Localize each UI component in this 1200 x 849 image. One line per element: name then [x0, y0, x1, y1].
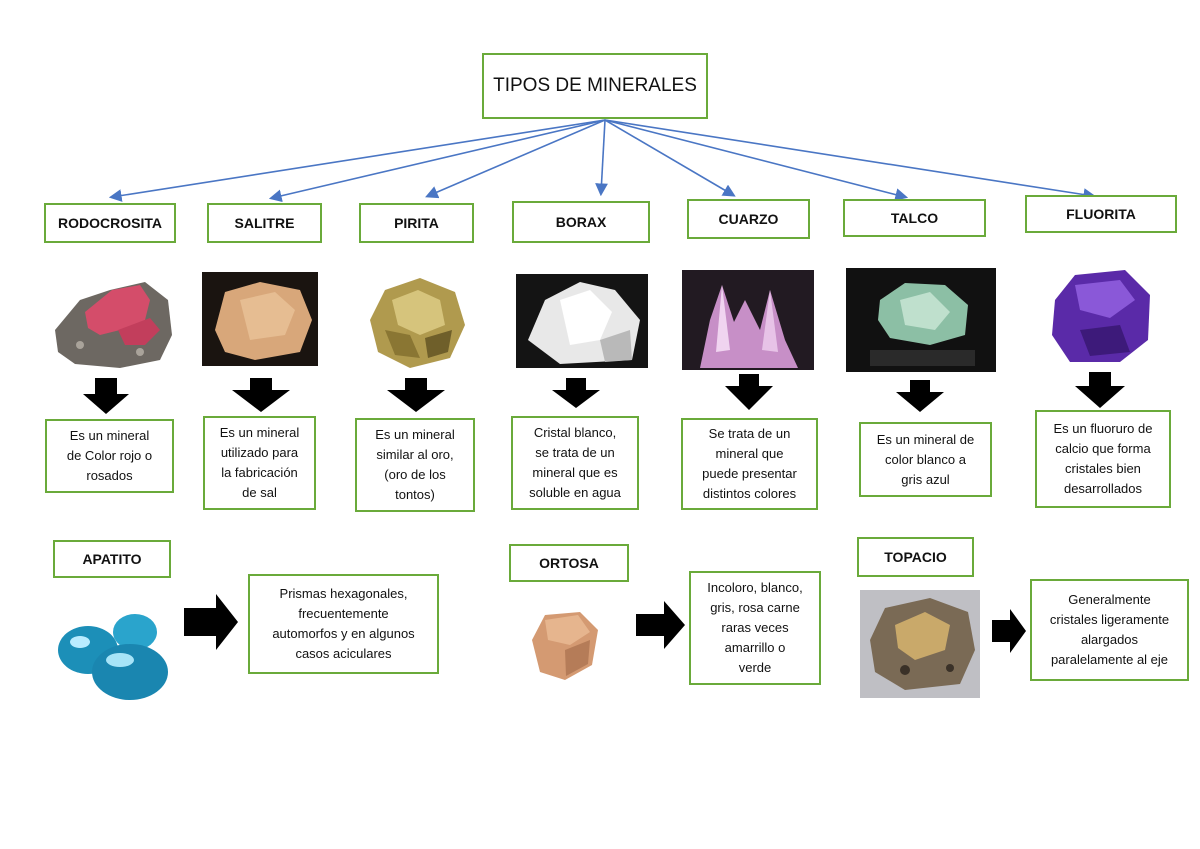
label-ortosa: ORTOSA — [509, 544, 629, 582]
connector-pirita — [425, 119, 606, 199]
label-cuarzo: CUARZO — [687, 199, 810, 239]
label-pirita: PIRITA — [359, 203, 474, 243]
img-ortosa — [532, 612, 598, 680]
label-borax: BORAX — [512, 201, 650, 243]
connector-fluorita — [604, 119, 1097, 201]
down-arrow-icon — [232, 378, 290, 412]
desc-talco: Es un mineral de color blanco a gris azu… — [859, 422, 992, 497]
label-apatito: APATITO — [53, 540, 171, 578]
desc-rodocrosita: Es un mineral de Color rojo o rosados — [45, 419, 174, 493]
desc-ortosa: Incoloro, blanco, gris, rosa carne raras… — [689, 571, 821, 685]
down-arrow-icon — [896, 380, 944, 412]
right-arrow-icon — [636, 601, 685, 649]
connector-talco — [604, 119, 909, 201]
desc-apatito: Prismas hexagonales, frecuentemente auto… — [248, 574, 439, 674]
desc-pirita: Es un mineral similar al oro, (oro de lo… — [355, 418, 475, 512]
down-arrow-icon — [725, 374, 773, 410]
right-arrow-icon — [184, 594, 238, 650]
label-rodocrosita: RODOCROSITA — [44, 203, 176, 243]
down-arrow-icon — [1075, 372, 1125, 408]
connector-salitre — [268, 119, 606, 203]
connector-rodocrosita — [108, 119, 606, 202]
img-pirita — [370, 278, 465, 368]
down-arrows — [83, 372, 1125, 414]
label-fluorita: FLUORITA — [1025, 195, 1177, 233]
img-apatito — [58, 614, 168, 700]
down-arrow-icon — [387, 378, 445, 412]
right-arrow-icon — [992, 609, 1026, 653]
label-talco: TALCO — [843, 199, 986, 237]
connector-cuarzo — [604, 119, 736, 197]
desc-borax: Cristal blanco, se trata de un mineral q… — [511, 416, 639, 510]
desc-topacio: Generalmente cristales ligeramente alarg… — [1030, 579, 1189, 681]
down-arrow-icon — [552, 378, 600, 408]
connector-borax — [595, 119, 608, 197]
down-arrow-icon — [83, 378, 129, 414]
label-salitre: SALITRE — [207, 203, 322, 243]
diagram-title: TIPOS DE MINERALES — [482, 53, 708, 119]
right-arrows — [184, 594, 1026, 653]
desc-salitre: Es un mineral utilizado para la fabricac… — [203, 416, 316, 510]
img-fluorita — [1052, 270, 1150, 362]
img-rodocrosita — [55, 282, 172, 368]
label-topacio: TOPACIO — [857, 537, 974, 577]
desc-fluorita: Es un fluoruro de calcio que forma crist… — [1035, 410, 1171, 508]
desc-cuarzo: Se trata de un mineral que puede present… — [681, 418, 818, 510]
